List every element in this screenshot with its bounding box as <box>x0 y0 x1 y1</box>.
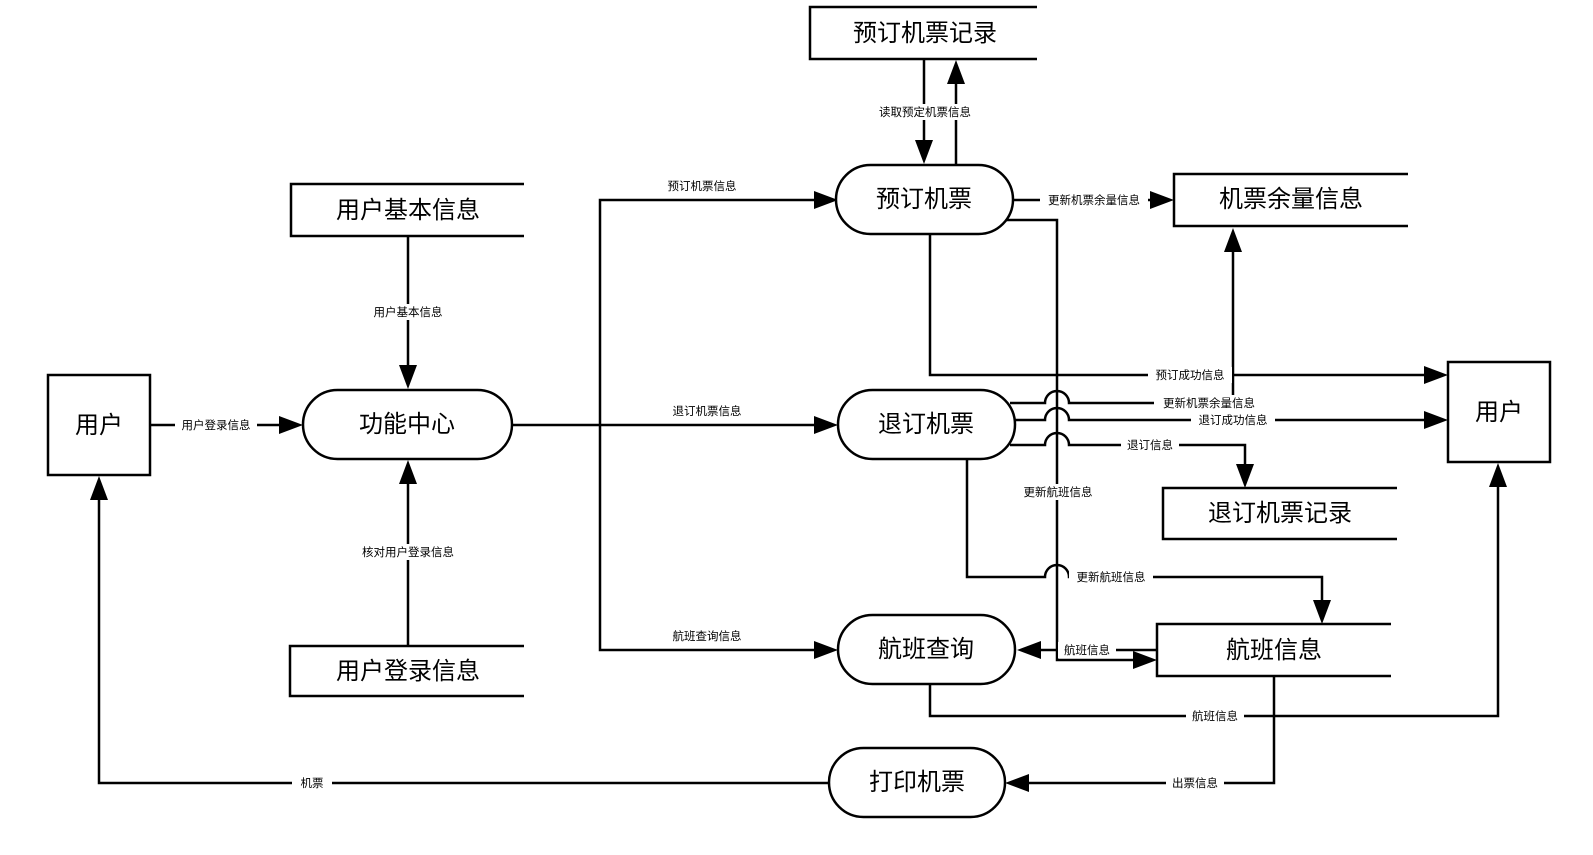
arrowhead <box>1017 641 1041 659</box>
process-print-ticket[interactable]: 打印机票 <box>827 746 1007 819</box>
arrowhead <box>947 60 965 84</box>
flow-label-update-flight-info-a: 更新航班信息 <box>1024 485 1093 499</box>
arrowhead <box>1424 366 1448 384</box>
flow-label-book-ticket-info: 预订机票信息 <box>668 179 737 193</box>
arrowhead <box>1313 600 1331 624</box>
flow-ticket <box>97 496 829 785</box>
flow-label-user-login-info: 用户登录信息 <box>182 418 251 432</box>
store-user-basic-info[interactable]: 用户基本信息 <box>289 182 524 238</box>
entity-user-right[interactable]: 用户 <box>1446 360 1552 464</box>
arrowhead <box>1489 463 1507 487</box>
flow-label-ticket-issue-info: 出票信息 <box>1172 776 1218 790</box>
arrowhead <box>399 460 417 484</box>
flow-label-update-remaining-refund: 更新机票余量信息 <box>1163 396 1255 410</box>
arrowhead <box>1005 774 1029 792</box>
flow-label-booking-success: 预订成功信息 <box>1156 368 1225 382</box>
arrowhead <box>814 416 838 434</box>
flow-update-remaining-refund <box>1010 248 1235 405</box>
flow-update-flight-info-a <box>1000 218 1137 662</box>
store-label: 用户基本信息 <box>336 196 480 224</box>
flow-update-flight-info-b <box>965 458 1324 604</box>
arrowhead <box>1236 464 1254 488</box>
flow-label-refund-info: 退订信息 <box>1127 438 1173 452</box>
store-booking-records[interactable]: 预订机票记录 <box>808 5 1037 61</box>
flow-book-ticket-info <box>598 198 818 425</box>
arrowhead <box>279 416 303 434</box>
process-function-center[interactable]: 功能中心 <box>301 388 514 461</box>
process-label: 打印机票 <box>869 768 965 796</box>
process-label: 航班查询 <box>878 635 974 663</box>
flow-refund-info <box>1010 431 1247 468</box>
arrowhead <box>1150 191 1174 209</box>
flow-label-read-booking-info: 读取预定机票信息 <box>879 105 971 119</box>
flow-label-verify-login-info: 核对用户登录信息 <box>362 545 454 559</box>
store-ticket-remaining[interactable]: 机票余量信息 <box>1172 172 1408 228</box>
arrowhead <box>814 191 838 209</box>
flow-booking-success <box>928 234 1428 377</box>
process-label: 功能中心 <box>359 410 455 438</box>
arrowhead <box>1224 228 1242 252</box>
arrowhead <box>915 140 933 164</box>
flow-label-user-basic-info: 用户基本信息 <box>374 305 443 319</box>
flow-label-refund-ticket-info: 退订机票信息 <box>673 404 742 418</box>
flow-flight-query-info <box>598 425 818 652</box>
store-label: 机票余量信息 <box>1219 185 1363 213</box>
process-book-ticket[interactable]: 预订机票 <box>834 163 1015 236</box>
arrowhead <box>90 476 108 500</box>
store-label: 退订机票记录 <box>1208 499 1352 527</box>
flow-label-flight-info-to-user: 航班信息 <box>1192 709 1238 723</box>
store-label: 预订机票记录 <box>853 19 997 47</box>
store-label: 用户登录信息 <box>336 657 480 685</box>
arrowhead <box>814 641 838 659</box>
store-label: 航班信息 <box>1226 636 1322 664</box>
process-label: 退订机票 <box>878 410 974 438</box>
flow-label-ticket: 机票 <box>301 776 324 790</box>
arrowhead <box>1424 411 1448 429</box>
arrowhead <box>1133 651 1157 669</box>
store-flight-info[interactable]: 航班信息 <box>1155 622 1391 678</box>
flow-refund-success <box>1014 406 1428 422</box>
process-flight-query[interactable]: 航班查询 <box>836 613 1017 686</box>
store-user-login-info[interactable]: 用户登录信息 <box>288 644 524 698</box>
arrowhead <box>399 365 417 389</box>
process-refund-ticket[interactable]: 退订机票 <box>836 388 1017 461</box>
flow-label-update-remaining-book: 更新机票余量信息 <box>1048 193 1140 207</box>
flow-label-refund-success: 退订成功信息 <box>1199 413 1268 427</box>
flow-labels: 用户登录信息 用户基本信息 核对用户登录信息 预订机票信息 退订机票信息 航班查… <box>175 104 1275 791</box>
entity-label: 用户 <box>1475 398 1523 426</box>
flow-label-flight-info-to-query: 航班信息 <box>1064 643 1110 657</box>
process-label: 预订机票 <box>876 185 972 213</box>
flow-label-update-flight-info-b: 更新航班信息 <box>1077 570 1146 584</box>
flow-ticket-issue-info <box>1025 676 1276 785</box>
entity-user-left[interactable]: 用户 <box>46 373 152 477</box>
flow-label-flight-query-info: 航班查询信息 <box>673 629 742 643</box>
entity-label: 用户 <box>75 411 123 439</box>
store-refund-records[interactable]: 退订机票记录 <box>1161 486 1397 541</box>
